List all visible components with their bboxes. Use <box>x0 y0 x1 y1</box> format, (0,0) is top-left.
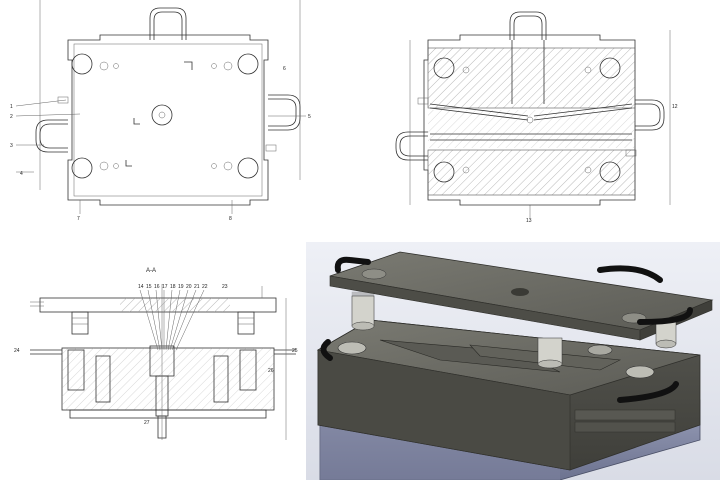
callout-5: 5 <box>308 114 311 120</box>
cooling-tube <box>617 381 679 403</box>
callout-17: 17 <box>162 284 168 290</box>
callout-25: 25 <box>292 348 298 354</box>
callout-14: 14 <box>138 284 144 290</box>
callout-16: 16 <box>154 284 160 290</box>
mold-3d-render <box>306 242 720 480</box>
callout-4: 4 <box>20 171 23 177</box>
callout-9: 12 <box>672 104 678 110</box>
callout-19: 19 <box>178 284 184 290</box>
cooling-tube <box>320 339 333 361</box>
cooling-tube <box>597 265 663 283</box>
callout-7: 7 <box>77 216 80 222</box>
callout-15: 15 <box>146 284 152 290</box>
callout-3: 3 <box>10 143 13 149</box>
callout-1: 1 <box>10 104 13 110</box>
callout-10: 13 <box>526 218 532 224</box>
section-view-a-a: A-A <box>14 268 298 440</box>
callout-22: 22 <box>202 284 208 290</box>
callout-21: 21 <box>194 284 200 290</box>
callout-26: 26 <box>268 368 274 374</box>
callout-27: 27 <box>144 420 150 426</box>
callout-24: 24 <box>14 348 20 354</box>
cooling-tube <box>334 256 371 273</box>
callout-6: 6 <box>283 66 286 72</box>
plan-view-top-plate: 1 2 3 4 5 6 7 8 <box>10 0 311 222</box>
guide-pin <box>351 291 375 331</box>
callout-18: 18 <box>170 284 176 290</box>
guide-pin <box>655 321 677 349</box>
section-title: A-A <box>146 268 156 274</box>
callout-8: 8 <box>229 216 232 222</box>
callout-23: 23 <box>222 284 228 290</box>
guide-pin <box>537 337 563 369</box>
callout-2: 2 <box>10 114 13 120</box>
plan-view-mold-plate: 12 13 <box>395 11 678 224</box>
cooling-tube <box>637 307 693 325</box>
callout-20: 20 <box>186 284 192 290</box>
